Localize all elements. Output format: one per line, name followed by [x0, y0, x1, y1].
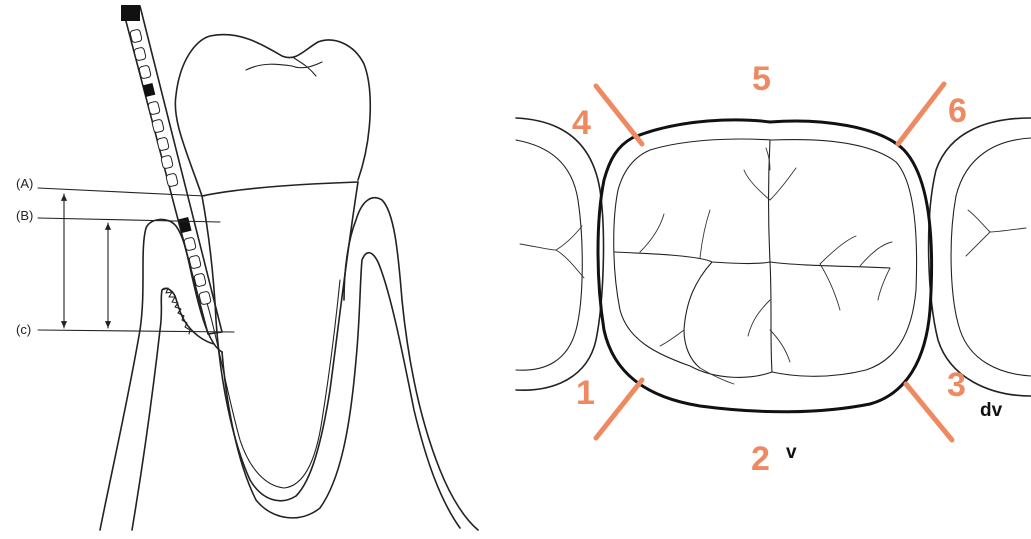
- occlusal-view-figure: 1 2 3 4 5 6 v dv: [516, 60, 1031, 478]
- alveolar-bone: [100, 198, 478, 530]
- site-label-5: 5: [752, 60, 771, 98]
- level-line-a: [38, 188, 205, 196]
- site-label-1: 1: [576, 374, 595, 412]
- site-line-3: [906, 384, 952, 440]
- site-label-2: 2: [751, 440, 770, 478]
- level-label-a: (A): [16, 176, 33, 191]
- adjacent-tooth-left: [516, 118, 603, 390]
- molar-tooth: [175, 35, 370, 501]
- site-line-1: [596, 380, 642, 438]
- direction-label-dv: dv: [980, 400, 1003, 421]
- level-line-c: [38, 330, 234, 332]
- periodontal-probe-figure: (A) (B) (c): [16, 5, 478, 530]
- level-label-c: (c): [16, 322, 31, 337]
- level-label-b: (B): [16, 208, 33, 223]
- site-label-4: 4: [572, 104, 591, 142]
- site-label-3: 3: [947, 366, 966, 404]
- site-line-6: [898, 84, 944, 144]
- molar-occlusal-surface: [598, 120, 932, 412]
- adjacent-tooth-right: [929, 118, 1031, 396]
- site-label-6: 6: [948, 92, 967, 130]
- periodontal-probe: [121, 5, 222, 334]
- site-line-4: [596, 86, 642, 144]
- direction-label-v: v: [786, 442, 797, 463]
